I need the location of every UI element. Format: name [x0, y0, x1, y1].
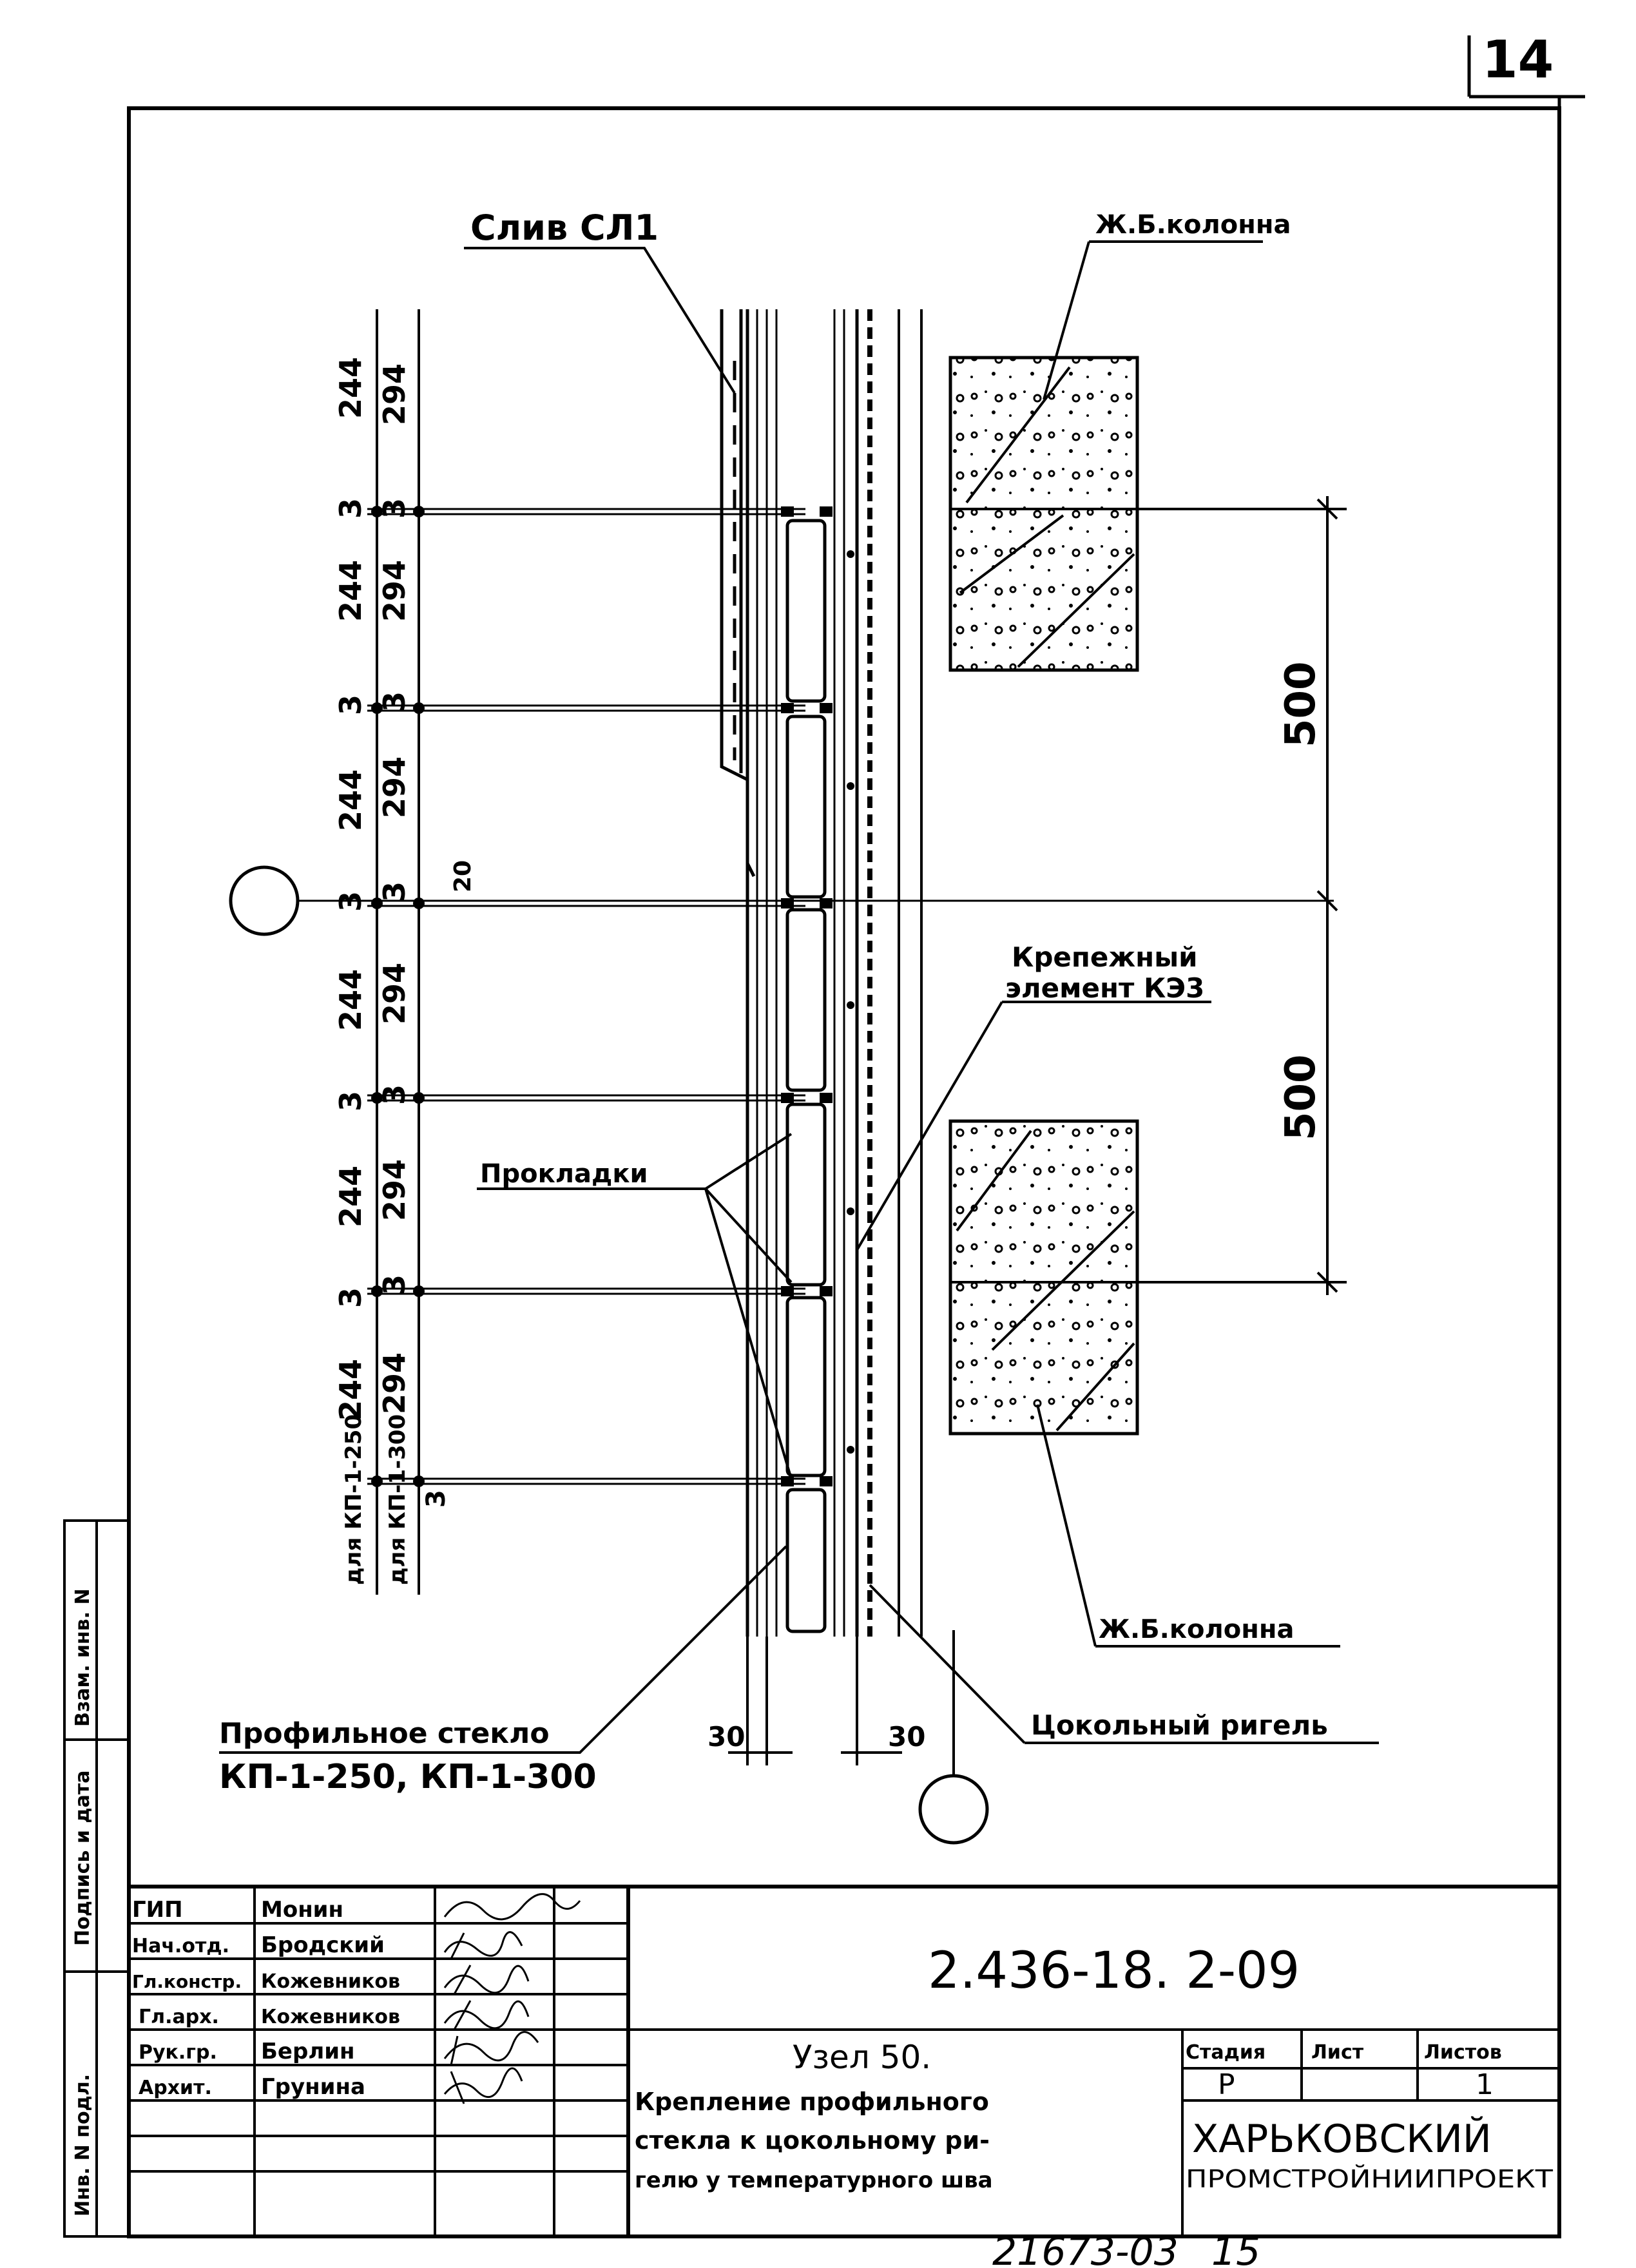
span-top-value: 500	[1277, 661, 1325, 747]
flashing-sl1	[720, 309, 756, 1637]
side-stamp	[63, 1519, 130, 2238]
role-2: Гл.констр.	[132, 1971, 242, 1992]
dim-col2-4: 294	[377, 756, 412, 818]
title-line-4: гелю у температурного шва	[635, 2167, 993, 2193]
label-column-top: Ж.Б.колонна	[1095, 210, 1291, 240]
name-0: Монин	[261, 1897, 343, 1923]
side-stamp-vzam: Взам. инв. N	[72, 1588, 94, 1727]
span-bottom-value: 500	[1277, 1054, 1325, 1140]
name-4: Берлин	[261, 2039, 355, 2064]
dim-col2-10: 294	[377, 1352, 412, 1414]
axis-bubble-bottom	[918, 1774, 989, 1845]
label-column-bottom: Ж.Б.колонна	[1099, 1615, 1294, 1644]
dim-col1-9: 3	[333, 1287, 368, 1308]
role-3: Гл.арх.	[139, 2006, 219, 2028]
span-dimension	[1137, 496, 1347, 1295]
dimension-chain-lines	[376, 309, 420, 1595]
concrete-column-bottom	[948, 1119, 1139, 1436]
label-girder: Цокольный ригель	[1031, 1709, 1328, 1741]
label-fastener-2: элемент КЭ3	[1005, 972, 1204, 1004]
sheet-header: Лист	[1311, 2041, 1364, 2064]
side-stamp-podpis: Подпись и дата	[72, 1771, 94, 1946]
gasket-dots	[781, 506, 854, 1486]
dim-col2-5: 3	[377, 881, 412, 902]
title-line-2: Крепление профильного	[635, 2088, 989, 2116]
label-for-kp300: для КП-1-300	[385, 1414, 410, 1585]
label-sliv: Слив СЛ1	[470, 207, 659, 248]
dim-col1-1: 3	[333, 498, 368, 519]
dim-col2-2: 294	[377, 560, 412, 622]
dim-bottom-left: 30	[707, 1721, 745, 1753]
name-2: Кожевников	[261, 1970, 400, 1993]
signatures	[443, 1893, 581, 2104]
label-glass-2: КП-1-250, КП-1-300	[219, 1758, 597, 1796]
stage-header: Стадия	[1186, 2041, 1265, 2064]
dim-col1-7: 3	[333, 1091, 368, 1111]
concrete-column-top	[948, 356, 1139, 672]
title-block-grid	[129, 1885, 1559, 2236]
name-5: Грунина	[261, 2074, 365, 2100]
dim-col2-11: 3	[421, 1490, 451, 1508]
bottom-dimensions	[728, 1637, 902, 1765]
title-block-people: ГИП Монин Нач.отд. Бродский Гл.констр. К…	[132, 1897, 400, 2100]
sheet-frame	[127, 35, 1585, 2238]
axis-bubble-left	[229, 865, 300, 936]
dim-col1-0: 244	[333, 357, 368, 419]
dim-col1-6: 244	[333, 969, 368, 1031]
dim-col1-4: 244	[333, 769, 368, 831]
dim-col1-8: 244	[333, 1166, 368, 1227]
dimension-column-1: 244 3 244 3 244 3 244 3 244 3 244 для КП…	[333, 357, 368, 1585]
dim-col1-10: 244	[333, 1359, 368, 1421]
sheets-header: Листов	[1424, 2041, 1502, 2064]
title-line-1: Узел 50.	[793, 2039, 931, 2076]
role-0: ГИП	[132, 1897, 183, 1923]
dim-col2-9: 3	[377, 1274, 412, 1295]
footer-page: 15	[1211, 2229, 1260, 2268]
dim-col1-2: 244	[333, 560, 368, 622]
label-fastener-1: Крепежный	[1012, 941, 1198, 973]
org-line-1: ХАРЬКОВСКИЙ	[1192, 2115, 1492, 2162]
sheets-value: 1	[1476, 2068, 1494, 2101]
footer-code: 21673-03	[992, 2229, 1179, 2268]
role-5: Архит.	[139, 2077, 212, 2099]
sheet-number: 14	[1482, 30, 1554, 90]
title-line-3: стекла к цокольному ри-	[635, 2126, 990, 2155]
document-code: 2.436-18. 2-09	[928, 1942, 1300, 2000]
dim-col1-3: 3	[333, 695, 368, 715]
dim-col2-6: 294	[377, 963, 412, 1024]
dimension-column-2: 294 3 294 3 294 3 294 3 294 3 294 3 для …	[377, 363, 476, 1585]
dim-col2-8: 294	[377, 1159, 412, 1221]
role-1: Нач.отд.	[132, 1935, 229, 1957]
dim-gap-20: 20	[450, 860, 476, 892]
stage-value: Р	[1218, 2068, 1235, 2101]
name-1: Бродский	[261, 1932, 385, 1958]
leader-lines	[219, 240, 1379, 1754]
dim-bottom-right: 30	[888, 1721, 925, 1753]
name-3: Кожевников	[261, 2006, 400, 2028]
expansion-joint-axis	[229, 865, 1334, 1845]
side-stamp-inv-podl: Инв. N подл.	[72, 2074, 94, 2216]
dim-col2-3: 3	[377, 691, 412, 712]
label-for-kp250: для КП-1-250	[341, 1414, 367, 1585]
label-glass-1: Профильное стекло	[219, 1717, 550, 1750]
label-gaskets: Прокладки	[480, 1159, 648, 1189]
role-4: Рук.гр.	[139, 2041, 217, 2064]
org-line-2: ПРОМСТРОЙНИИПРОЕКТ	[1186, 2165, 1554, 2193]
dim-col2-0: 294	[377, 363, 412, 425]
